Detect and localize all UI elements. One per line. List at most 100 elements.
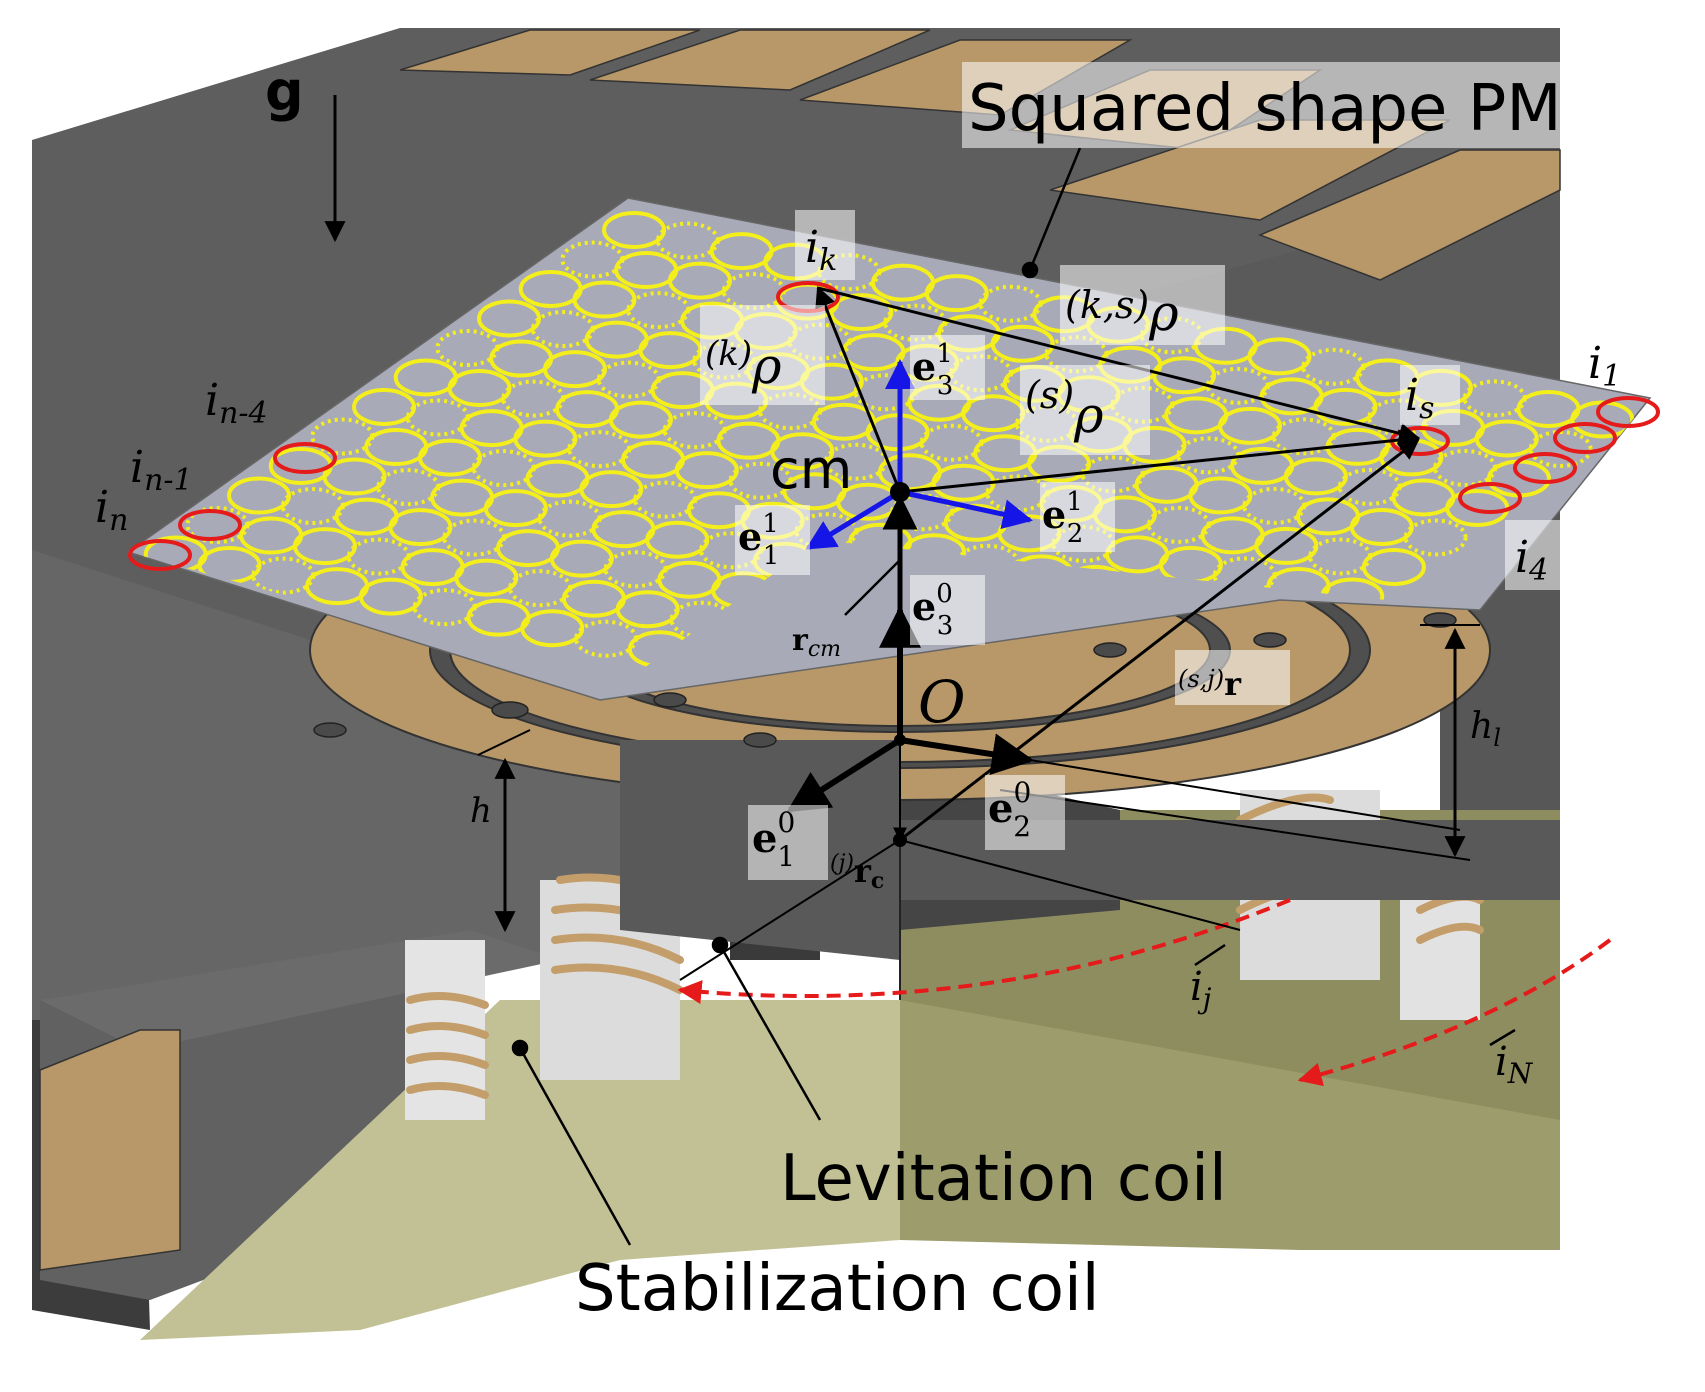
e2-0-main: e: [988, 785, 1013, 832]
winding: [1416, 922, 1484, 944]
rho-ks-pre: (k,s): [1065, 283, 1149, 327]
plate-coil: [417, 438, 482, 477]
cutaway-corner: [620, 740, 1560, 960]
leader-lines: [511, 147, 1516, 1246]
plate-coil: [542, 350, 607, 389]
peg: [491, 701, 529, 719]
ik-bg: [795, 210, 855, 280]
rho-k-pre: (k): [705, 334, 752, 374]
e3-0-sup: 0: [936, 579, 953, 609]
cm-label: cm: [770, 438, 852, 501]
vector-r-sj: [899, 438, 1420, 842]
in1-main: i: [130, 442, 144, 493]
leader-pm-dot: [1021, 261, 1039, 279]
winding: [406, 992, 489, 1009]
in1-sub: n-1: [144, 463, 193, 498]
is-main: i: [1405, 370, 1419, 421]
leader-stabilization: [518, 1047, 632, 1246]
vector-rho-s: [899, 429, 1421, 494]
iN-label: iN: [1495, 1039, 1534, 1090]
rho-k-bg: [700, 305, 825, 405]
plate-coil: [322, 457, 387, 496]
e3-1-main: e: [912, 344, 936, 389]
plate-coil: [1254, 526, 1319, 565]
rcm-main: r: [792, 623, 809, 658]
hl-main: h: [1470, 706, 1493, 747]
rc-pre: (j): [830, 851, 854, 876]
e1-1-main: e: [738, 514, 762, 559]
rho-ks-bg: [1060, 265, 1225, 345]
copper-strip: [39, 1029, 181, 1271]
iN-sub: N: [1507, 1057, 1534, 1090]
e1-0-sup: 0: [777, 806, 795, 839]
e2-1-sup: 1: [1066, 487, 1083, 517]
rcm-sub: cm: [808, 637, 841, 662]
axis-e2-0: [899, 733, 1035, 776]
plate-coil: [477, 299, 542, 338]
rho-k-label: (k)ρ: [705, 334, 782, 395]
is-sub: s: [1419, 391, 1434, 426]
pm-label: Squared shape PM: [968, 72, 1562, 146]
plate-coil: [1152, 356, 1217, 395]
plate-coil: [227, 476, 292, 515]
current-loop-i4: [1458, 482, 1522, 514]
e2-1-bg: [1040, 482, 1115, 552]
rc-main: r: [854, 852, 872, 890]
i1-label: i1: [1588, 338, 1621, 394]
plate-coil: [454, 558, 519, 597]
plate-coil: [520, 609, 585, 648]
e3-1-bg: [910, 335, 985, 400]
current-loop: [1553, 422, 1617, 454]
in-main: i: [95, 482, 109, 533]
winding: [551, 963, 684, 994]
leader-rcm: [844, 559, 901, 616]
dim-line-e2: [1029, 759, 1461, 831]
rho-s-label: (s)ρ: [1025, 373, 1104, 444]
pm-label-bg: [962, 62, 1637, 148]
hl-label: hl: [1470, 706, 1501, 752]
axis-e1-0: [786, 737, 902, 813]
vectors: [324, 95, 1480, 981]
e2-0-sup: 0: [1013, 776, 1031, 809]
winding: [406, 1022, 489, 1039]
peg: [1253, 632, 1287, 648]
plate-coil: [667, 261, 732, 300]
olive-lower-face: [900, 1000, 1560, 1250]
rho-s-pre: (s): [1025, 373, 1074, 417]
ik-label: ik: [805, 222, 837, 278]
plate-coil: [1361, 547, 1426, 586]
plate-coil: [602, 211, 667, 250]
plate-coil: [1217, 406, 1282, 445]
rc-sub: c: [871, 868, 884, 894]
e1-0-sub: 1: [777, 840, 795, 873]
iN-main: i: [1495, 1039, 1508, 1085]
plate-coil: [352, 388, 417, 427]
origin-label: O: [918, 668, 966, 736]
levitation-label: Levitation coil: [780, 1142, 1227, 1216]
i1-main: i: [1588, 338, 1602, 389]
peg: [313, 722, 347, 738]
origin-point: [894, 734, 906, 746]
rho-s-bg: [1020, 365, 1150, 455]
coil-current-arrows: [677, 898, 1612, 1087]
dim-line-h-top: [477, 729, 531, 756]
plate-coil: [1188, 476, 1253, 515]
i4-sub: 4: [1528, 553, 1548, 588]
in-sub: n: [109, 503, 128, 538]
i4-bg: [1505, 520, 1585, 590]
hl-sub: l: [1493, 724, 1501, 752]
current-arrow-iN: [1297, 938, 1612, 1087]
cm-point: [890, 482, 910, 502]
plate-coil: [1474, 419, 1539, 458]
plate-coil: [572, 280, 637, 319]
plate-coil: [924, 274, 989, 313]
vector-rc-base: [679, 839, 901, 981]
is-bg: [1400, 365, 1460, 425]
plate-coil: [292, 527, 357, 566]
e2-0-sub: 2: [1013, 810, 1031, 843]
olive-front-face: [140, 1000, 900, 1340]
e3-0-sub: 3: [937, 611, 954, 641]
leader-iN: [1489, 1028, 1516, 1047]
